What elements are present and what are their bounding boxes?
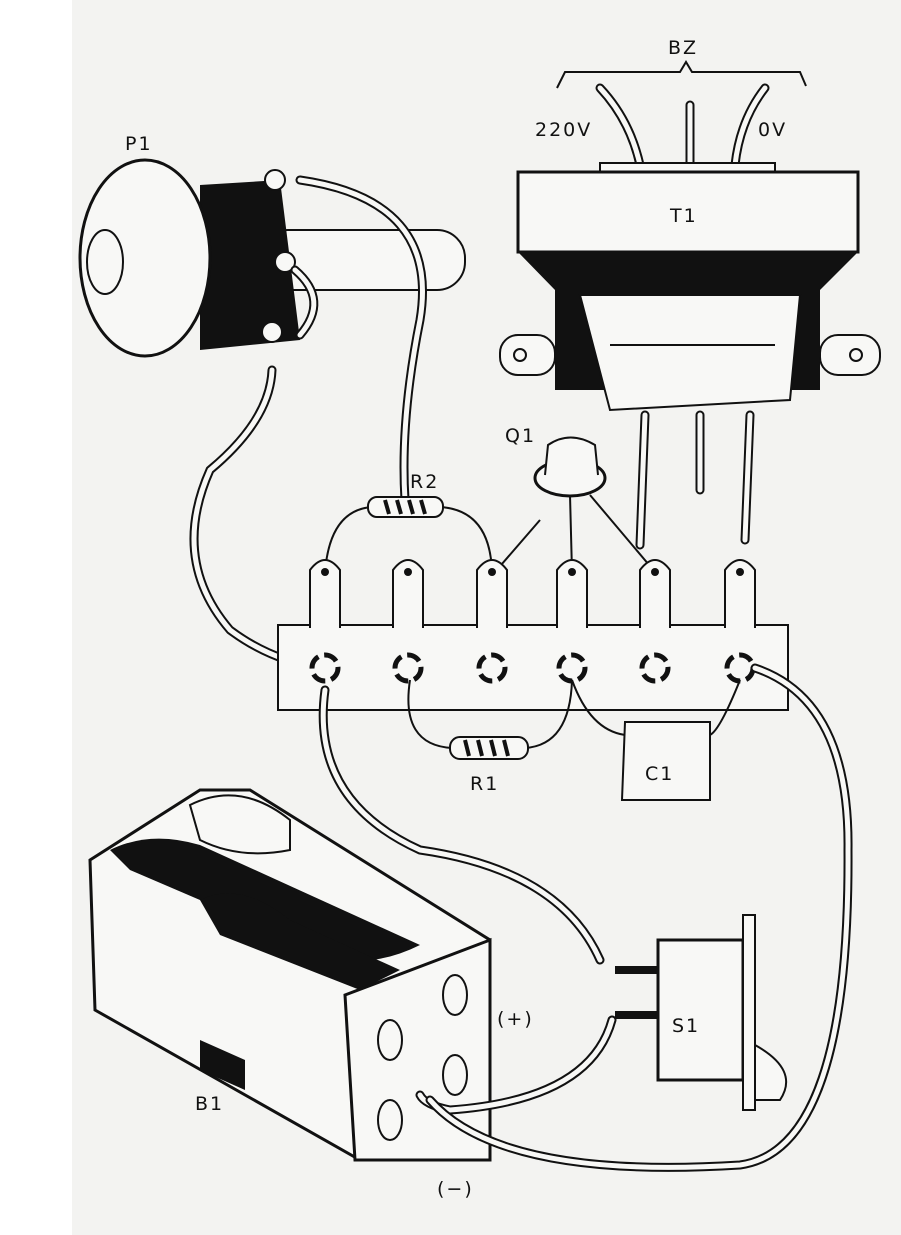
lug-hole <box>404 568 412 576</box>
lug-hole <box>568 568 576 576</box>
terminal-lug <box>639 559 671 628</box>
label-minus: (−) <box>437 1178 474 1200</box>
transistor-q1 <box>494 436 656 573</box>
label-r2: R2 <box>410 471 439 493</box>
terminal-eyelet <box>639 652 671 684</box>
terminal-eyelet <box>392 652 424 684</box>
battery-holder-b1 <box>88 788 492 1162</box>
mains-wires <box>595 83 770 170</box>
label-s1: S1 <box>672 1015 700 1037</box>
bz-brace <box>556 60 807 89</box>
terminal-lug <box>724 559 756 628</box>
pot-wires <box>189 175 427 673</box>
terminal-strip <box>277 559 789 711</box>
terminal-lug <box>392 559 424 628</box>
lug-hole <box>736 568 744 576</box>
resistor-r1 <box>407 679 573 760</box>
potentiometer-p1 <box>78 158 466 358</box>
lug-hole <box>321 568 329 576</box>
label-0v: 0V <box>758 119 787 141</box>
label-b1: B1 <box>195 1093 224 1115</box>
lower-wires <box>318 663 853 1172</box>
label-p1: P1 <box>125 133 153 155</box>
secondary-wires <box>635 410 755 550</box>
label-plus: (+) <box>497 1008 534 1030</box>
lug-hole <box>488 568 496 576</box>
switch-s1 <box>615 914 788 1111</box>
terminal-lug <box>309 559 341 628</box>
label-q1: Q1 <box>505 425 536 447</box>
capacitor-c1 <box>571 679 741 801</box>
label-r1: R1 <box>470 773 499 795</box>
transformer-t1 <box>499 162 881 412</box>
lug-hole <box>651 568 659 576</box>
terminal-lug <box>476 559 508 628</box>
label-220v: 220V <box>535 119 592 141</box>
label-c1: C1 <box>645 763 674 785</box>
label-bz: BZ <box>668 37 698 59</box>
terminal-eyelet <box>476 652 508 684</box>
label-t1: T1 <box>669 205 698 227</box>
terminal-eyelet <box>309 652 341 684</box>
terminal-lug <box>556 559 588 628</box>
